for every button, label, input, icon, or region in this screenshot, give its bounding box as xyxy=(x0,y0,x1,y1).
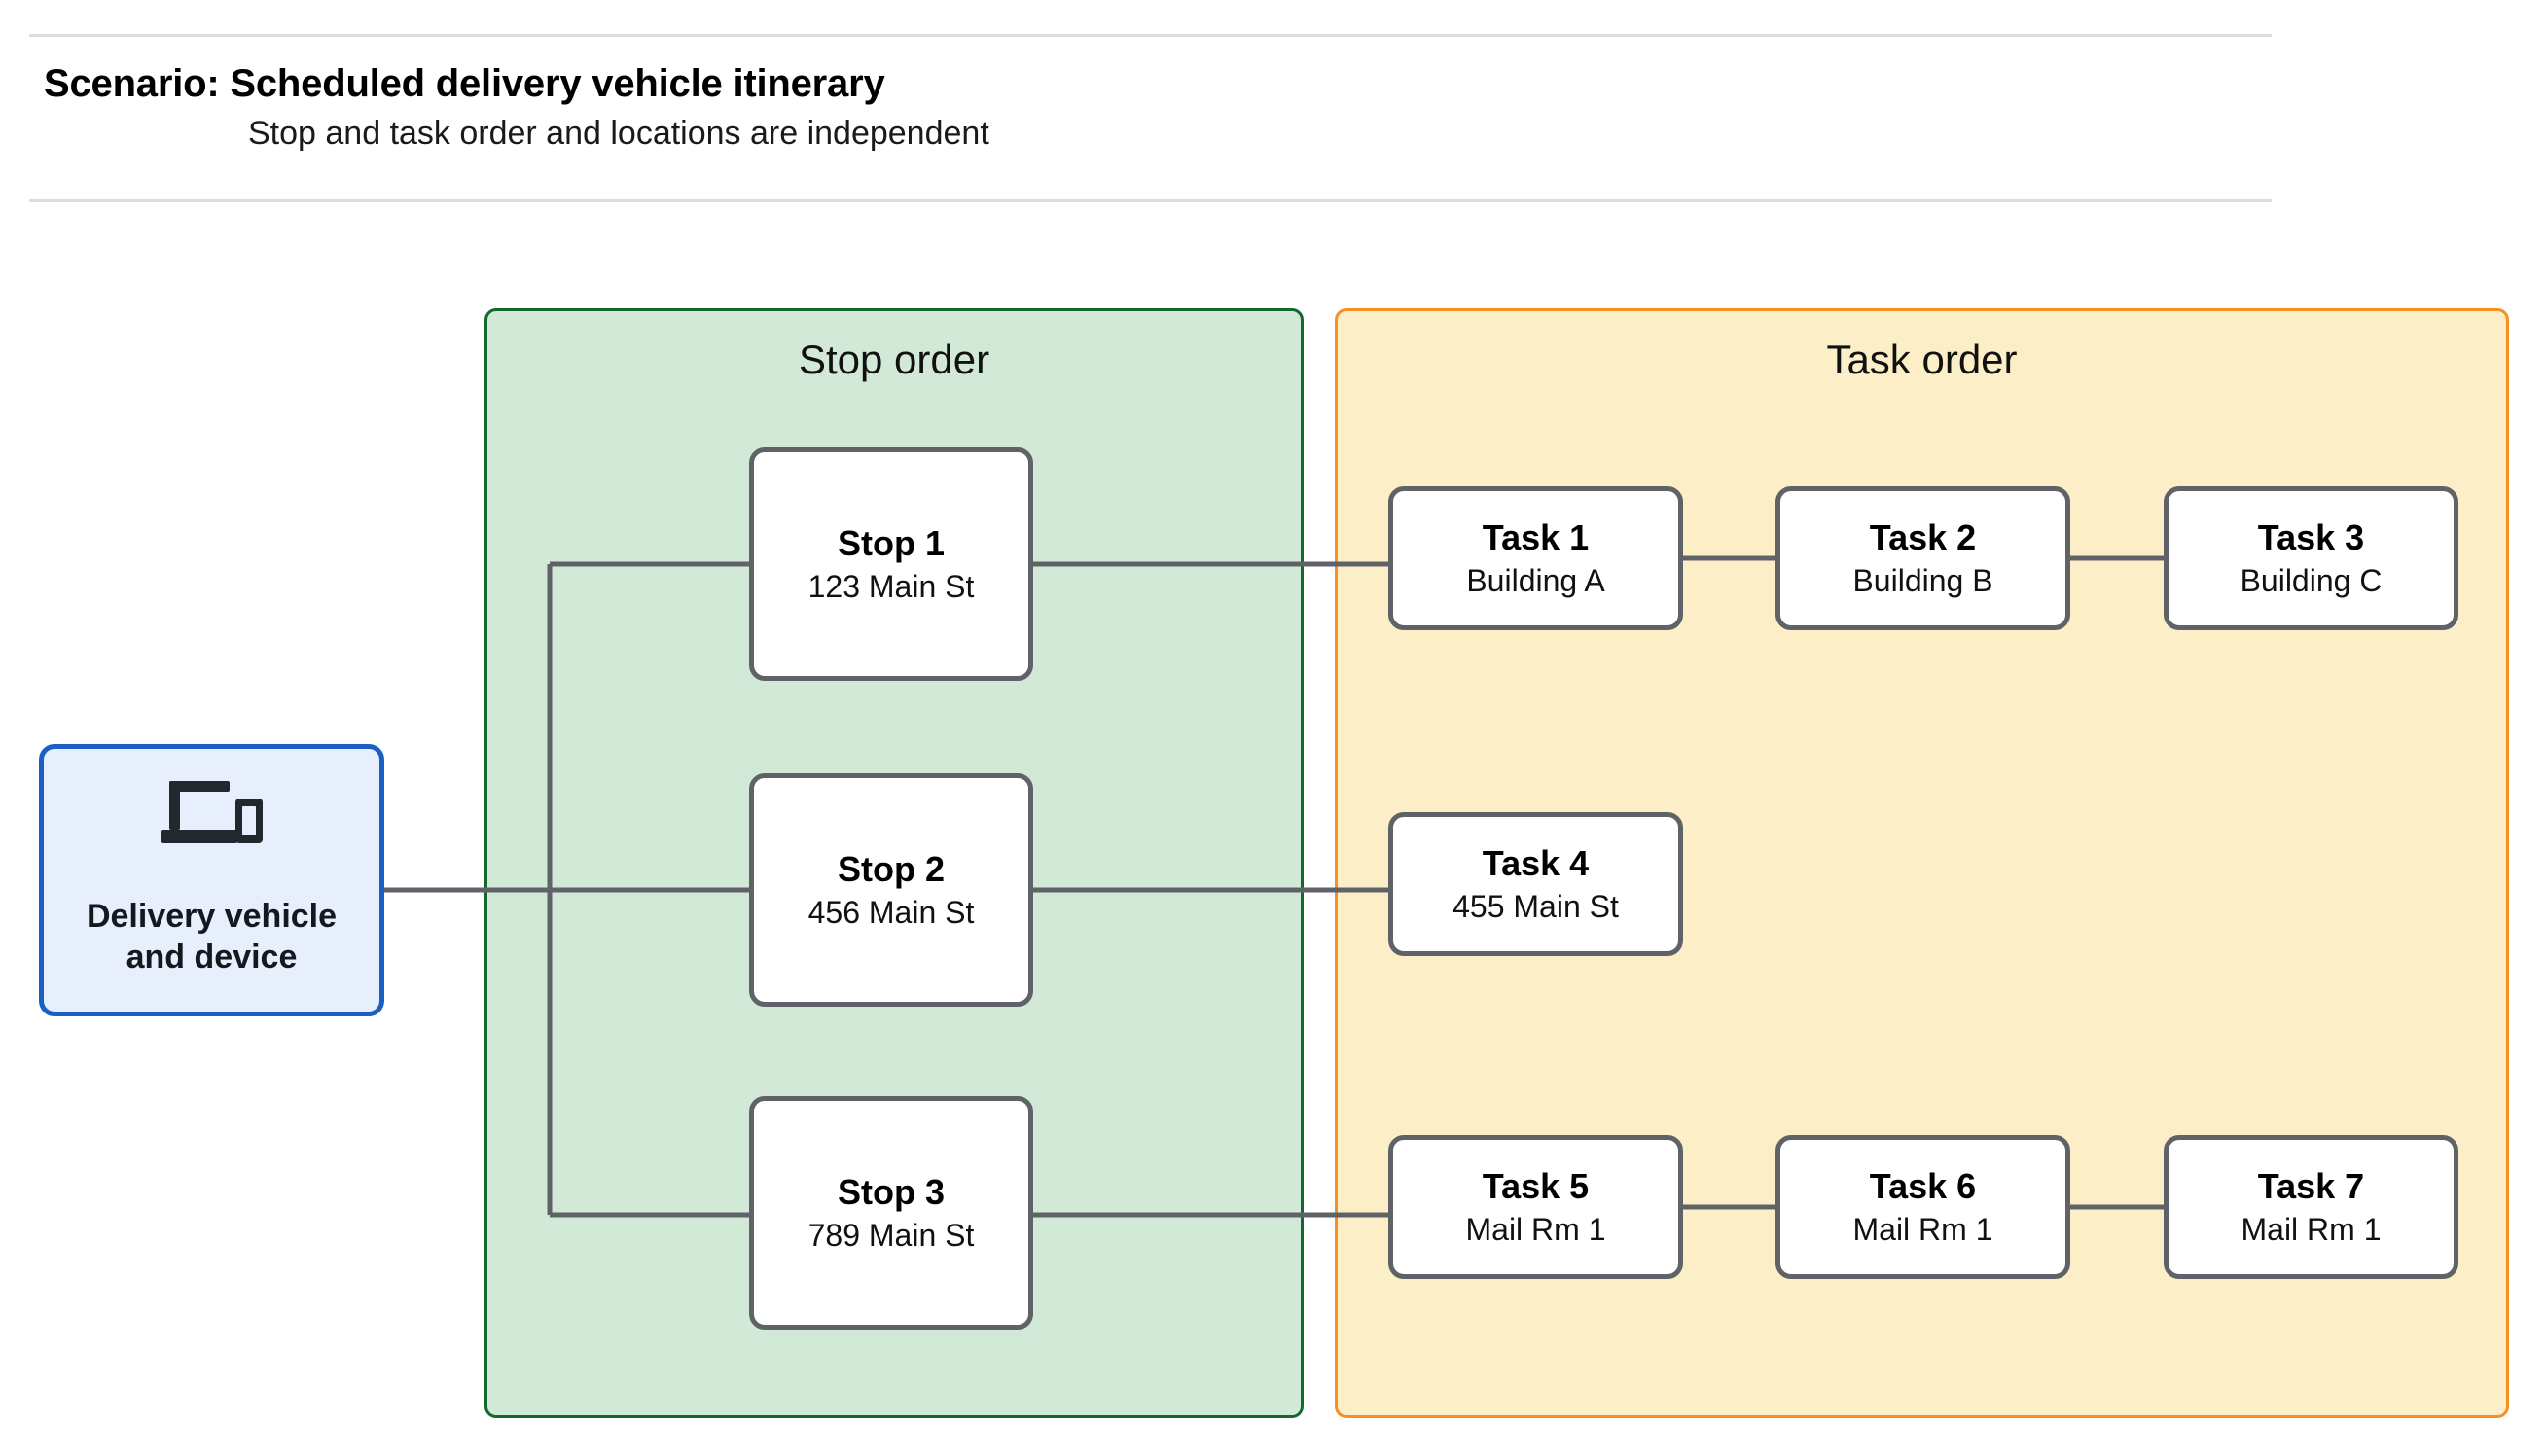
task-node-1-location: Building A xyxy=(1466,563,1605,599)
task-node-3[interactable]: Task 3 Building C xyxy=(2164,486,2458,630)
task-node-5[interactable]: Task 5 Mail Rm 1 xyxy=(1388,1135,1683,1279)
stop-node-3[interactable]: Stop 3 789 Main St xyxy=(749,1096,1033,1330)
page-subtitle: Stop and task order and locations are in… xyxy=(248,115,989,152)
stop-node-2[interactable]: Stop 2 456 Main St xyxy=(749,773,1033,1007)
delivery-vehicle-node[interactable]: Delivery vehicle and device xyxy=(39,744,384,1016)
stop-node-2-title: Stop 2 xyxy=(837,848,945,889)
task-node-3-title: Task 3 xyxy=(2257,516,2365,557)
header-divider-bottom xyxy=(29,199,2272,202)
stop-node-3-location: 789 Main St xyxy=(807,1218,975,1254)
task-node-4-title: Task 4 xyxy=(1482,842,1590,883)
delivery-vehicle-label: Delivery vehicle and device xyxy=(87,897,337,977)
stop-node-1-location: 123 Main St xyxy=(807,569,975,605)
panel-stop-order-title: Stop order xyxy=(798,337,990,382)
task-node-6-location: Mail Rm 1 xyxy=(1852,1212,1993,1248)
task-node-6-title: Task 6 xyxy=(1869,1165,1977,1206)
task-node-5-location: Mail Rm 1 xyxy=(1465,1212,1606,1248)
stop-node-3-title: Stop 3 xyxy=(837,1171,945,1212)
task-node-1[interactable]: Task 1 Building A xyxy=(1388,486,1683,630)
stop-node-1-title: Stop 1 xyxy=(837,522,945,563)
task-node-4[interactable]: Task 4 455 Main St xyxy=(1388,812,1683,956)
task-node-2-location: Building B xyxy=(1852,563,1993,599)
task-node-3-location: Building C xyxy=(2240,563,2383,599)
task-node-2[interactable]: Task 2 Building B xyxy=(1775,486,2070,630)
delivery-vehicle-label-line1: Delivery vehicle xyxy=(86,898,338,936)
task-node-5-title: Task 5 xyxy=(1482,1165,1590,1206)
panel-task-order-title: Task order xyxy=(1826,337,2018,382)
task-node-7-title: Task 7 xyxy=(2257,1165,2365,1206)
delivery-vehicle-label-line2: and device xyxy=(126,938,298,976)
task-node-7[interactable]: Task 7 Mail Rm 1 xyxy=(2164,1135,2458,1279)
stop-node-2-location: 456 Main St xyxy=(807,895,975,931)
devices-icon xyxy=(160,777,265,854)
task-node-4-location: 455 Main St xyxy=(1452,889,1619,925)
task-node-6[interactable]: Task 6 Mail Rm 1 xyxy=(1775,1135,2070,1279)
header-divider-top xyxy=(29,34,2272,37)
task-node-1-title: Task 1 xyxy=(1482,516,1590,557)
task-node-2-title: Task 2 xyxy=(1869,516,1977,557)
task-node-7-location: Mail Rm 1 xyxy=(2241,1212,2382,1248)
stop-node-1[interactable]: Stop 1 123 Main St xyxy=(749,447,1033,681)
page-title: Scenario: Scheduled delivery vehicle iti… xyxy=(44,62,885,105)
